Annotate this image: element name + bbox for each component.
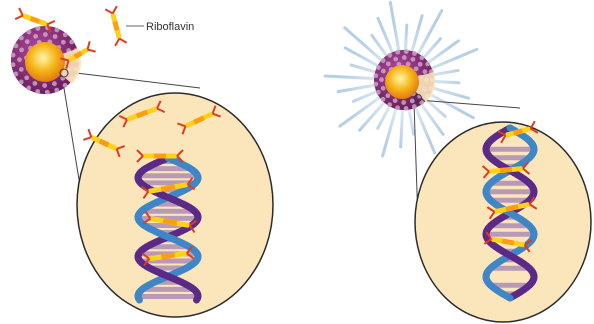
riboflavin-molecule-icon bbox=[105, 6, 126, 46]
shell-dot bbox=[373, 82, 378, 87]
left-projection-line-top bbox=[68, 72, 200, 88]
shell-dot bbox=[17, 57, 22, 62]
shell-dot bbox=[63, 32, 68, 37]
shell-dot bbox=[69, 39, 74, 44]
dna-strand bbox=[138, 298, 139, 300]
shell-dot bbox=[419, 55, 424, 60]
shell-dot bbox=[36, 26, 41, 31]
shell-dot bbox=[61, 40, 66, 45]
shell-dot bbox=[26, 86, 31, 91]
shell-dot bbox=[381, 58, 386, 63]
shell-dot bbox=[385, 93, 390, 98]
riboflavin-label: Riboflavin bbox=[146, 21, 194, 33]
shell-dot bbox=[11, 53, 16, 58]
shell-dot bbox=[401, 100, 406, 105]
shell-dot bbox=[395, 105, 400, 110]
shell-dot bbox=[411, 57, 416, 62]
shell-dot bbox=[19, 47, 24, 52]
shell-dot bbox=[19, 67, 24, 72]
shell-dot bbox=[54, 28, 59, 33]
shell-dot bbox=[393, 57, 398, 62]
shell-dot bbox=[381, 69, 386, 74]
shell-dot bbox=[25, 39, 30, 44]
right-panel bbox=[325, 2, 591, 322]
shell-dot bbox=[24, 75, 29, 80]
shell-dot bbox=[14, 43, 19, 48]
shell-dot bbox=[33, 34, 38, 39]
shell-dot bbox=[425, 62, 430, 67]
shell-dot bbox=[410, 99, 415, 104]
shell-dot bbox=[404, 106, 409, 111]
shell-dot bbox=[52, 81, 57, 86]
shell-dot bbox=[373, 73, 378, 78]
shell-dot bbox=[393, 98, 398, 103]
shell-dot bbox=[395, 50, 400, 55]
shell-dot bbox=[27, 30, 32, 35]
left-panel: Riboflavin bbox=[11, 6, 273, 317]
shell-dot bbox=[19, 79, 24, 84]
shell-dot bbox=[412, 104, 417, 109]
shell-dot bbox=[387, 102, 392, 107]
shell-dot bbox=[381, 86, 386, 91]
shell-dot bbox=[42, 83, 47, 88]
shell-dot bbox=[32, 81, 37, 86]
shell-dot bbox=[53, 34, 58, 39]
shell-dot bbox=[402, 55, 407, 60]
shell-dot bbox=[376, 90, 381, 95]
shell-dot bbox=[43, 32, 48, 37]
shell-dot bbox=[381, 97, 386, 102]
shell-dot bbox=[379, 77, 384, 82]
shell-dot bbox=[54, 88, 59, 93]
shell-dot bbox=[13, 72, 18, 77]
shell-dot bbox=[45, 90, 50, 95]
shell-dot bbox=[423, 69, 428, 74]
shell-dot bbox=[376, 65, 381, 70]
shell-dot bbox=[418, 62, 423, 67]
shell-dot bbox=[63, 83, 68, 88]
shell-dot bbox=[19, 36, 24, 41]
shell-dot bbox=[404, 49, 409, 54]
dna-strand bbox=[506, 296, 510, 298]
shell-dot bbox=[386, 61, 391, 66]
shell-dot bbox=[11, 62, 16, 67]
shell-dot bbox=[387, 53, 392, 58]
shell-dot bbox=[35, 89, 40, 94]
shell-dot bbox=[412, 51, 417, 56]
